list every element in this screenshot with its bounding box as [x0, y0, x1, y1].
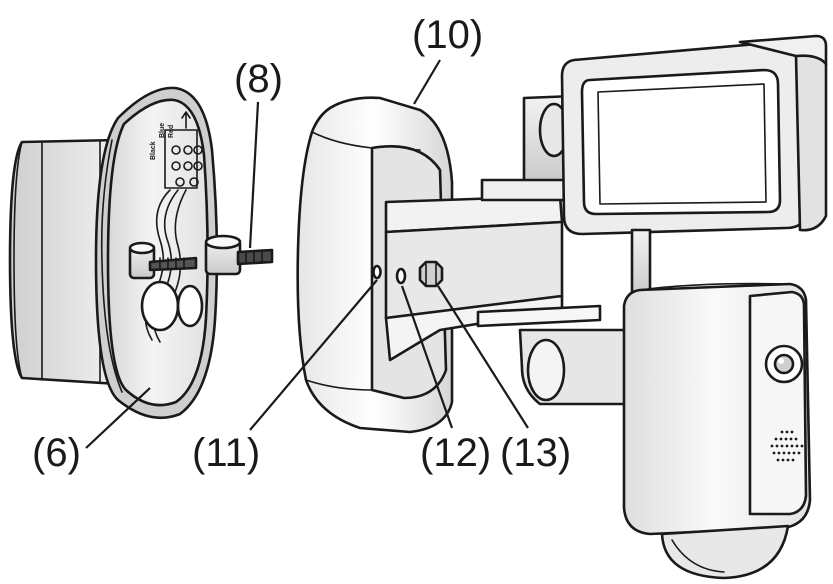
speaker-dot — [780, 444, 784, 448]
speaker-dot — [782, 451, 786, 455]
speaker-dot — [785, 430, 789, 434]
lamp-head — [480, 34, 828, 236]
callout-13: (13) — [500, 431, 571, 475]
callout-12: (12) — [420, 431, 491, 475]
speaker-dot — [780, 430, 784, 434]
speaker-dot — [795, 444, 799, 448]
callout-6: (6) — [32, 431, 81, 475]
plate-markings: Blue Red Black — [150, 123, 175, 160]
mounting-plate: Blue Red Black — [94, 86, 219, 420]
speaker-dot — [775, 444, 779, 448]
speaker-dot — [800, 444, 804, 448]
speaker-dot — [785, 444, 789, 448]
speaker-grille — [770, 430, 804, 462]
plate-marking-text: Blue — [159, 123, 166, 138]
arm-bracket — [384, 194, 602, 362]
speaker-dot — [784, 437, 788, 441]
speaker-dot — [774, 437, 778, 441]
speaker-dot — [779, 437, 783, 441]
callout-11: (11) — [192, 431, 260, 475]
plate-marking-text: Red — [168, 125, 175, 138]
camera-module — [518, 228, 812, 580]
callout-8: (8) — [234, 57, 283, 101]
callout-10: (10) — [412, 13, 483, 57]
nut-13 — [418, 260, 444, 288]
speaker-dot — [790, 430, 794, 434]
speaker-dot — [772, 451, 776, 455]
screw-with-spacer — [204, 234, 274, 276]
speaker-dot — [794, 437, 798, 441]
speaker-dot — [776, 458, 780, 462]
hole-11 — [372, 264, 382, 280]
speaker-dot — [790, 444, 794, 448]
speaker-dot — [792, 451, 796, 455]
speaker-dot — [787, 451, 791, 455]
hole-12 — [395, 267, 407, 285]
speaker-dot — [781, 458, 785, 462]
speaker-dot — [777, 451, 781, 455]
plate-marking-text: Black — [150, 141, 157, 160]
terminal-block — [164, 111, 203, 189]
speaker-dot — [789, 437, 793, 441]
speaker-dot — [786, 458, 790, 462]
leader-lines — [85, 59, 529, 449]
speaker-dot — [791, 458, 795, 462]
speaker-dot — [797, 451, 801, 455]
speaker-dot — [770, 444, 774, 448]
